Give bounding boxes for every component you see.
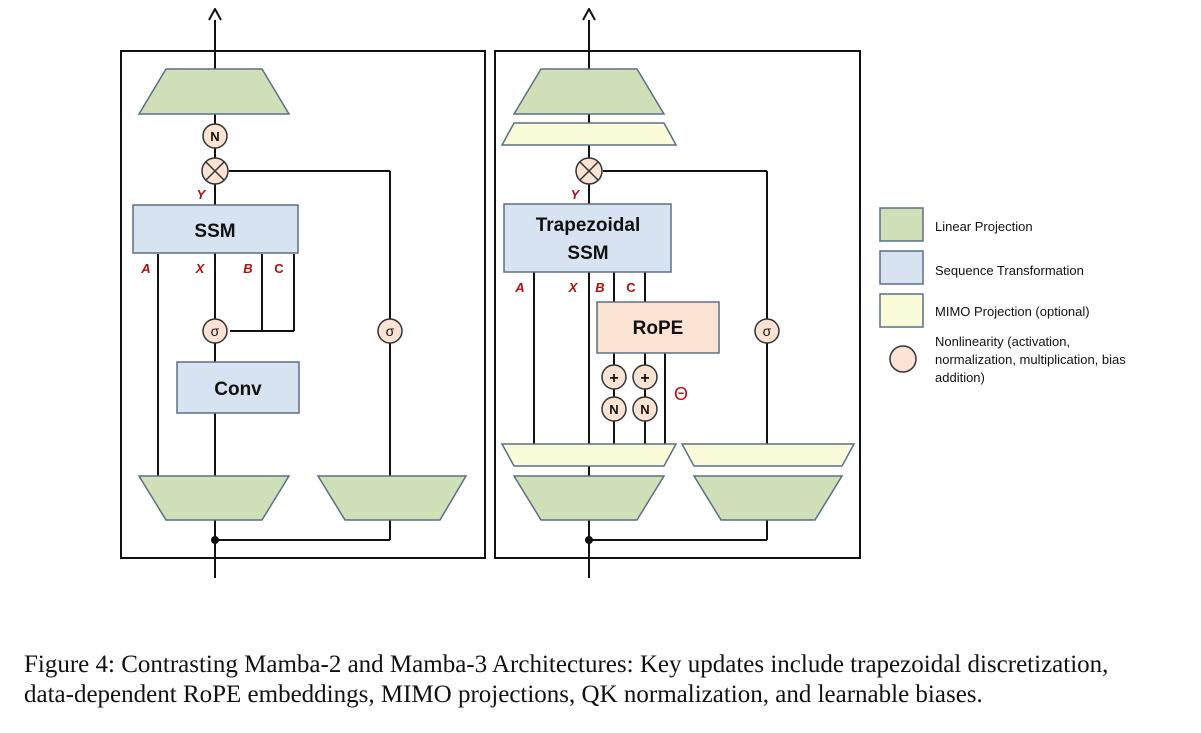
mamba2-sigma-label-main: σ <box>211 323 220 339</box>
mamba3-bias-label-b: + <box>609 370 618 387</box>
mamba2-multiply-node <box>201 157 229 185</box>
legend-label-mimo-projection: MIMO Projection (optional) <box>935 304 1090 319</box>
legend-item-nonlinearity: Nonlinearity (activation, normalization,… <box>889 334 1126 385</box>
sequence-transformation-swatch <box>879 250 924 285</box>
mamba2-a-label: A <box>140 261 150 276</box>
mamba3-sigma-label-gate: σ <box>763 323 772 339</box>
mamba2-ssm-box <box>132 204 299 254</box>
mamba3-input-mimo-projection-gate <box>680 443 856 467</box>
mamba2-junction-dot <box>211 536 219 544</box>
mamba3-ssm-label-line1: Trapezoidal <box>536 215 641 236</box>
legend-item-mimo-projection: MIMO Projection (optional) <box>879 293 1090 328</box>
legend-item-sequence-transformation: Sequence Transformation <box>879 250 1084 285</box>
linear-projection-swatch <box>879 207 924 242</box>
mamba3-frame <box>494 50 861 559</box>
legend-label-sequence-transformation: Sequence Transformation <box>935 263 1084 278</box>
nonlinearity-circle <box>889 345 917 373</box>
mamba3-junction-dot <box>585 536 593 544</box>
mamba2-sigma-label-gate: σ <box>386 323 395 339</box>
mamba2-c-label: C <box>274 261 284 276</box>
caption-line-1: Figure 4: Contrasting Mamba-2 and Mamba-… <box>24 651 1109 678</box>
mamba2-b-label: B <box>243 261 252 276</box>
mamba3-a-label: A <box>514 280 524 295</box>
mamba3-bias-node-b <box>601 364 627 390</box>
mamba3-input-linear-projection-gate <box>692 475 844 521</box>
mamba3-norm-label-b: N <box>609 402 618 417</box>
mamba3-theta-label: Θ <box>674 384 688 404</box>
legend-label-linear-projection: Linear Projection <box>935 219 1033 234</box>
figure-caption: Figure 4: Contrasting Mamba-2 and Mamba-… <box>24 650 1184 710</box>
mamba2-x-label: X <box>195 261 206 276</box>
mamba3-rope-box <box>596 301 720 354</box>
mamba2-norm-node <box>202 123 228 149</box>
legend: Linear Projection Sequence Transformatio… <box>879 207 1126 385</box>
mamba3-bias-label-c: + <box>640 370 649 387</box>
legend-label-nonlinearity-line3: addition) <box>935 370 985 385</box>
mamba2-y-label: Y <box>197 187 207 202</box>
mamba2-sigma-node-main <box>202 318 228 344</box>
mamba2-frame <box>120 50 486 559</box>
mamba3-output-linear-projection <box>512 68 666 115</box>
mamba3-input-mimo-projection-main <box>500 443 678 467</box>
mamba2-output-linear-projection <box>137 68 291 115</box>
mamba2-norm-label: N <box>210 129 219 144</box>
mamba3-norm-node-b <box>601 396 627 422</box>
mamba3-rope-label: RoPE <box>633 318 684 339</box>
mamba2-ssm-label: SSM <box>194 221 235 242</box>
mamba3-sigma-node-gate <box>754 318 780 344</box>
mimo-projection-swatch <box>879 293 924 328</box>
architecture-diagram: N Y SSM A X B C σ σ Conv <box>120 0 1126 578</box>
mamba3-ssm-box <box>503 203 672 273</box>
mamba2-input-linear-projection-main <box>137 475 291 521</box>
mamba2-sigma-node-gate <box>377 318 403 344</box>
legend-label-nonlinearity-line1: Nonlinearity (activation, <box>935 334 1070 349</box>
mamba3-multiply-node <box>575 157 603 185</box>
mamba2-input-linear-projection-gate <box>316 475 468 521</box>
legend-item-linear-projection: Linear Projection <box>879 207 1033 242</box>
mamba3-c-label: C <box>626 280 636 295</box>
mamba2-panel: N Y SSM A X B C σ σ Conv <box>120 20 486 578</box>
mamba3-output-mimo-projection <box>500 122 678 146</box>
mamba3-input-linear-projection-main <box>512 475 666 521</box>
mamba3-norm-label-c: N <box>640 402 649 417</box>
mamba2-conv-label: Conv <box>214 379 262 400</box>
mamba3-x-label: X <box>568 280 579 295</box>
mamba3-y-label: Y <box>571 187 581 202</box>
mamba2-conv-box <box>176 361 300 414</box>
legend-label-nonlinearity-line2: normalization, multiplication, bias <box>935 352 1126 367</box>
caption-line-2: data-dependent RoPE embeddings, MIMO pro… <box>24 681 983 708</box>
mamba3-norm-node-c <box>632 396 658 422</box>
mamba3-bias-node-c <box>632 364 658 390</box>
mamba3-panel: Y Trapezoidal SSM A X B C RoPE + + N N Θ… <box>494 20 861 578</box>
mamba3-b-label: B <box>595 280 604 295</box>
mamba3-ssm-label-line2: SSM <box>567 243 608 264</box>
